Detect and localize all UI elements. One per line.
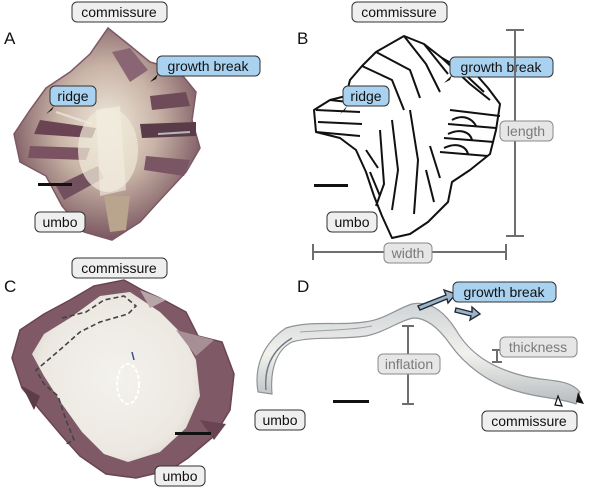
label-umbo-a: umbo	[42, 214, 77, 230]
panel-letter-b: B	[297, 29, 308, 48]
arrow-ridge-a	[46, 106, 54, 114]
label-box-width	[383, 242, 433, 264]
label-box-commissure-d	[481, 410, 578, 432]
label-thickness: thickness	[509, 339, 567, 355]
label-width: width	[391, 245, 425, 261]
label-commissure-a: commissure	[81, 4, 157, 20]
label-box-umbo-a	[34, 211, 86, 233]
label-umbo-d: umbo	[262, 412, 297, 428]
panel-b: B commissure growth break ridge umbo	[297, 1, 554, 264]
label-ridge-b: ridge	[350, 88, 381, 104]
label-box-umbo-c	[154, 465, 206, 487]
label-growth-break-a: growth break	[168, 58, 250, 74]
panel-letter-c: C	[4, 277, 16, 296]
arrowhead-commissure-d-filled	[576, 392, 584, 404]
label-growth-break-b: growth break	[461, 59, 543, 75]
scale-bar-a	[38, 183, 72, 186]
arrow-ridge-b	[340, 106, 347, 114]
muscle-scar-outline	[34, 295, 138, 445]
label-box-umbo-d	[254, 409, 306, 431]
arrow-growth-break-d-1	[417, 288, 458, 311]
label-box-commissure-b	[351, 1, 448, 23]
panel-d: D inflation thickness growth break umbo	[254, 277, 584, 432]
arrowhead-commissure-d-open	[554, 394, 563, 407]
label-box-length	[499, 120, 554, 142]
label-umbo-b: umbo	[334, 214, 369, 230]
panel-c: C commissure umbo	[4, 257, 235, 487]
panel-a: A commissure growth break rid	[4, 1, 261, 241]
label-box-thickness	[499, 336, 578, 358]
label-box-umbo-b	[326, 211, 378, 233]
label-box-growth-break-a	[156, 55, 261, 77]
label-box-ridge-b	[342, 85, 390, 107]
label-box-growth-break-d	[452, 281, 557, 303]
label-box-inflation	[377, 353, 441, 375]
label-box-ridge-a	[49, 85, 97, 107]
label-umbo-c: umbo	[162, 468, 197, 484]
label-inflation: inflation	[385, 356, 433, 372]
label-growth-break-d: growth break	[464, 284, 546, 300]
shell-photo-c	[11, 279, 235, 479]
label-box-commissure-c	[71, 257, 168, 279]
label-commissure-c: commissure	[81, 260, 157, 276]
scale-bar-c	[175, 432, 211, 435]
shell-photo-a	[13, 26, 201, 241]
label-commissure-d: commissure	[491, 413, 567, 429]
arrow-growth-break-b	[444, 75, 452, 83]
label-length: length	[507, 123, 545, 139]
panel-letter-d: D	[297, 277, 309, 296]
label-box-commissure-a	[71, 1, 168, 23]
scale-bar-d	[333, 400, 369, 403]
label-commissure-b: commissure	[361, 4, 437, 20]
scale-bar-b	[314, 184, 348, 187]
label-ridge-a: ridge	[57, 88, 88, 104]
arrow-growth-break-d-2	[454, 305, 482, 322]
label-box-growth-break-b	[449, 56, 554, 78]
arrow-growth-break-a	[150, 74, 158, 82]
adductor-scar-outline	[116, 363, 140, 405]
panel-letter-a: A	[4, 29, 16, 48]
